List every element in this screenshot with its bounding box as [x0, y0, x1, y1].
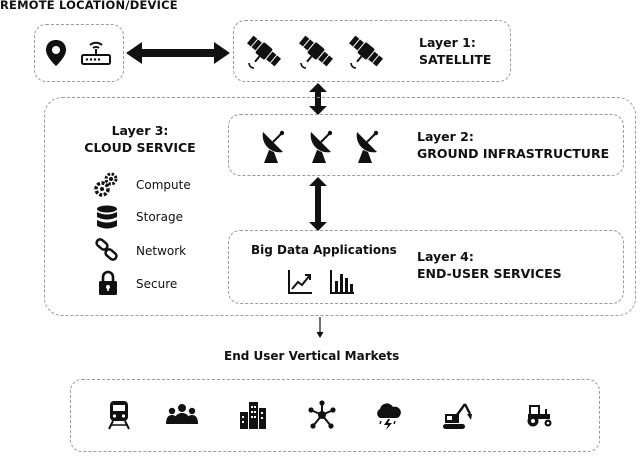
layer4-subtitle: END-USER SERVICES: [417, 266, 562, 281]
service-compute-label: Compute: [136, 178, 191, 192]
buildings-icon: [240, 402, 266, 429]
satellite-ground-link-arrow: [309, 83, 327, 115]
people-icon: [166, 404, 198, 424]
layer1-title: Layer 1:: [419, 35, 476, 50]
layer2-subtitle: GROUND INFRASTRUCTURE: [417, 146, 610, 161]
markets-down-arrow: [316, 317, 324, 338]
lock-icon: [99, 270, 117, 295]
end-user-vertical-markets-heading: End User Vertical Markets: [224, 349, 400, 363]
ground-enduser-link-arrow: [309, 177, 327, 231]
cloud-container: [44, 97, 636, 316]
link-icon: [95, 238, 118, 261]
satellite-icon: [298, 35, 334, 69]
storm-cloud-icon: [377, 403, 401, 430]
network-hub-icon: [308, 400, 336, 429]
markets-box: [70, 379, 600, 452]
satellite-dish-icon: [310, 130, 333, 163]
database-icon: [97, 205, 117, 229]
satellite-icon: [348, 35, 384, 69]
line-chart-icon: [288, 270, 312, 294]
service-storage-label: Storage: [136, 210, 183, 224]
remote-satellite-link-arrow: [126, 42, 230, 64]
bar-chart-icon: [330, 270, 354, 294]
remote-location-title: REMOTE LOCATION/DEVICE: [0, 0, 178, 12]
layer2-title: Layer 2:: [417, 129, 474, 144]
remote-device-box: [34, 24, 124, 82]
tractor-icon: [527, 405, 552, 427]
big-data-applications-heading: Big Data Applications: [251, 243, 397, 257]
layer1-satellite-box: Layer 1: SATELLITE: [233, 20, 511, 82]
layer2-ground-box: Layer 2: GROUND INFRASTRUCTURE: [228, 114, 624, 176]
satellite-icon: [246, 35, 282, 69]
layer3-subtitle: CLOUD SERVICE: [84, 140, 196, 155]
layer4-enduser-box: Big Data Applications Layer 4: END-USER …: [228, 230, 624, 304]
layer4-title: Layer 4:: [417, 249, 474, 264]
gears-icon: [94, 172, 118, 197]
satellite-dish-icon: [262, 130, 285, 163]
router-icon: [81, 41, 111, 65]
layer3-title: Layer 3:: [111, 123, 169, 138]
train-icon: [108, 401, 130, 430]
layer1-subtitle: SATELLITE: [419, 52, 492, 67]
satellite-dish-icon: [356, 130, 379, 163]
location-pin-icon: [46, 40, 66, 66]
service-network-label: Network: [136, 244, 187, 258]
excavator-icon: [443, 403, 472, 429]
service-secure-label: Secure: [136, 277, 178, 291]
